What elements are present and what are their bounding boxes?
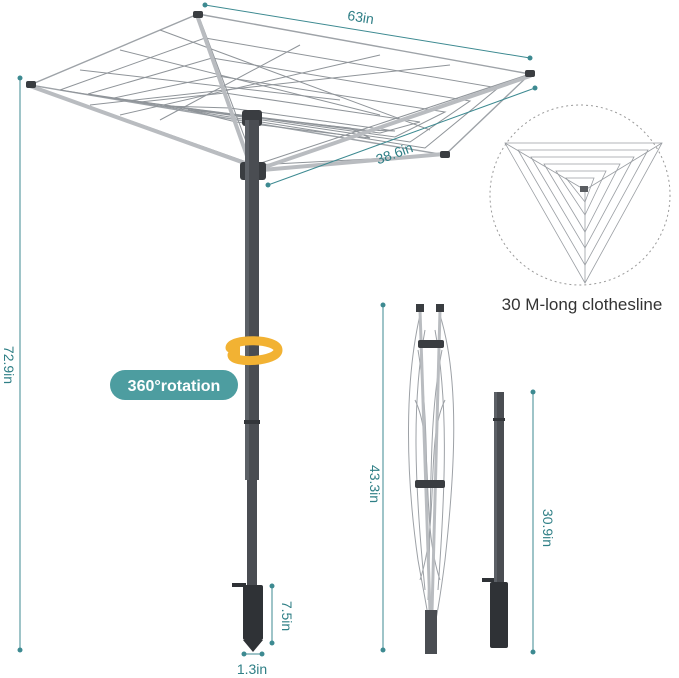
main-pole [232, 120, 263, 652]
support-arms [28, 16, 532, 172]
dimension-folded-height: 43.3in [367, 465, 383, 503]
dimension-pole-height: 30.9in [540, 509, 556, 547]
rotation-badge: 360°rotation [110, 370, 238, 400]
rotation-badge-label: 360°rotation [128, 378, 221, 395]
clothesline-detail: 30 M-long clothesline [489, 104, 671, 314]
clothesline-canopy [27, 13, 532, 166]
dimension-width: 63in [346, 7, 375, 27]
dimension-spike-diameter: 1.3in [237, 661, 267, 677]
folded-dryer [408, 304, 455, 654]
detached-pole [482, 392, 508, 648]
rotate-arrow-icon [225, 336, 283, 366]
arm-caps [26, 11, 535, 158]
dimension-total-height: 72.9in [1, 346, 17, 384]
dimension-lines [17, 2, 538, 657]
clothesline-caption: 30 M-long clothesline [502, 295, 663, 314]
dimension-spike-height: 7.5in [279, 601, 295, 631]
